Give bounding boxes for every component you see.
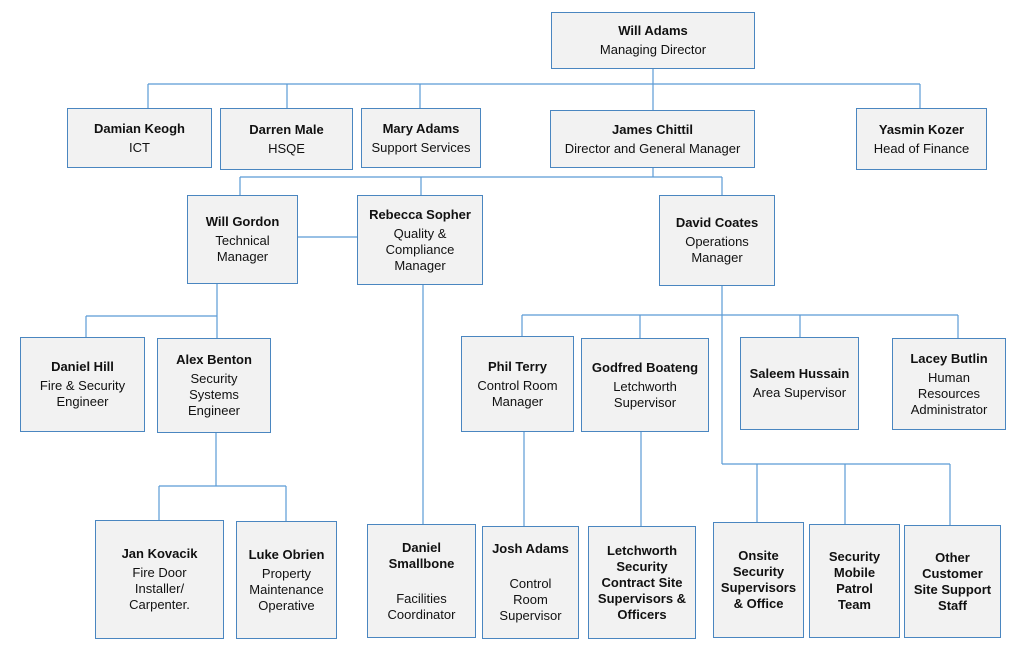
node-rebecca-sopher: Rebecca Sopher Quality & Compliance Mana…	[357, 195, 483, 285]
node-name: Yasmin Kozer	[878, 121, 965, 137]
node-role: Fire Door Installer/ Carpenter.	[129, 565, 190, 612]
node-david-coates: David Coates Operations Manager	[659, 195, 775, 286]
node-other-customer: Other Customer Site Support Staff	[904, 525, 1001, 638]
node-onsite-security: Onsite Security Supervisors & Office	[713, 522, 804, 638]
node-name: Letchworth Security Contract Site Superv…	[597, 542, 687, 622]
node-role: Control Room Manager	[477, 377, 558, 409]
node-darren-male: Darren Male HSQE	[220, 108, 353, 170]
node-role: Human Resources Administrator	[910, 369, 988, 417]
node-name: Luke Obrien	[248, 546, 325, 562]
node-mary-adams: Mary Adams Support Services	[361, 108, 481, 168]
node-name: Darren Male	[249, 121, 324, 137]
node-name: Security Mobile Patrol Team	[828, 549, 881, 612]
node-josh-adams: Josh Adams Control Room Supervisor	[482, 526, 579, 639]
node-saleem-hussain: Saleem Hussain Area Supervisor	[740, 337, 859, 430]
node-lacey-butlin: Lacey Butlin Human Resources Administrat…	[892, 338, 1006, 430]
node-jan-kovacik: Jan Kovacik Fire Door Installer/ Carpent…	[95, 520, 224, 639]
node-daniel-smallbone: Daniel Smallbone Facilities Coordinator	[367, 524, 476, 638]
node-role: ICT	[129, 139, 150, 155]
node-will-gordon: Will Gordon Technical Manager	[187, 195, 298, 284]
node-phil-terry: Phil Terry Control Room Manager	[461, 336, 574, 432]
node-luke-obrien: Luke Obrien Property Maintenance Operati…	[236, 521, 337, 639]
node-daniel-hill: Daniel Hill Fire & Security Engineer	[20, 337, 145, 432]
node-alex-benton: Alex Benton Security Systems Engineer	[157, 338, 271, 433]
node-name: Rebecca Sopher	[369, 206, 471, 222]
node-role: Managing Director	[599, 42, 707, 57]
node-name: Phil Terry	[487, 358, 547, 374]
node-role: Quality & Compliance Manager	[385, 225, 455, 273]
node-role: Property Maintenance Operative	[249, 565, 324, 613]
node-security-mobile: Security Mobile Patrol Team	[809, 524, 900, 638]
node-name: Mary Adams	[382, 120, 460, 136]
node-role: Technical Manager	[215, 233, 270, 264]
node-name: Damian Keogh	[93, 120, 185, 136]
node-yasmin-kozer: Yasmin Kozer Head of Finance	[856, 108, 987, 170]
node-role: Director and General Manager	[564, 140, 741, 156]
node-role: Operations Manager	[685, 234, 749, 265]
node-role: Support Services	[371, 139, 471, 155]
node-role: Fire & Security Engineer	[39, 378, 126, 409]
node-name: David Coates	[675, 215, 759, 230]
node-role: HSQE	[268, 140, 305, 156]
node-name: James Chittil	[612, 121, 693, 137]
node-damian-keogh: Damian Keogh ICT	[67, 108, 212, 168]
node-name: Will Adams	[618, 23, 688, 38]
node-letchworth-security: Letchworth Security Contract Site Superv…	[588, 526, 696, 639]
node-role: Letchworth Supervisor	[613, 378, 677, 410]
node-role: Area Supervisor	[752, 385, 847, 400]
node-name: Other Customer Site Support Staff	[913, 549, 992, 613]
node-role: Facilities Coordinator	[387, 590, 456, 622]
node-role: Head of Finance	[873, 140, 970, 156]
node-name: Daniel Smallbone	[388, 539, 455, 571]
node-role: Security Systems Engineer	[187, 371, 241, 418]
node-name: Saleem Hussain	[749, 366, 850, 381]
node-will-adams: Will Adams Managing Director	[551, 12, 755, 69]
node-name: Lacey Butlin	[910, 350, 988, 366]
node-name: Will Gordon	[205, 214, 280, 229]
node-name: Jan Kovacik	[121, 546, 198, 561]
node-name: Alex Benton	[176, 352, 252, 367]
node-godfred-boateng: Godfred Boateng Letchworth Supervisor	[581, 338, 709, 432]
node-role: Control Room Supervisor	[499, 576, 562, 623]
node-name: Daniel Hill	[51, 359, 114, 374]
node-name: Godfred Boateng	[591, 359, 699, 375]
node-name: Onsite Security Supervisors & Office	[720, 548, 797, 611]
node-name: Josh Adams	[492, 541, 569, 556]
node-james-chittil: James Chittil Director and General Manag…	[550, 110, 755, 168]
